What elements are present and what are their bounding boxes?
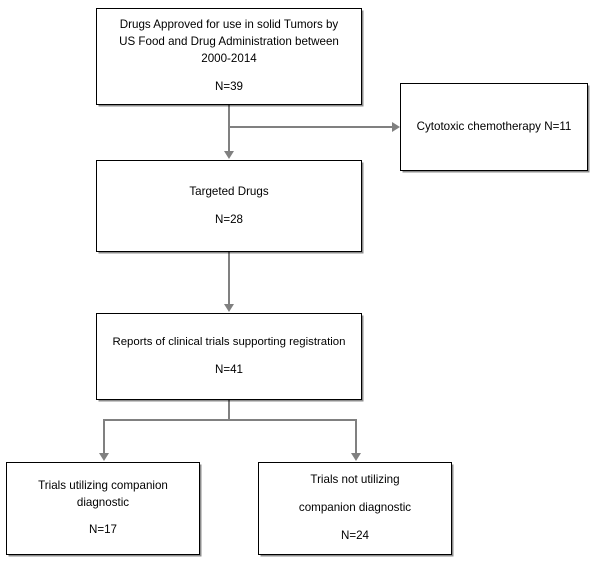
connector-approved-to-targeted-line (228, 105, 230, 152)
node-reports-clinical-trials[interactable]: Reports of clinical trials supporting re… (96, 313, 362, 400)
node-cytotoxic-chemotherapy-label: Cytotoxic chemotherapy N=11 (416, 119, 572, 133)
node-drugs-approved-line1: Drugs Approved for use in solid Tumors b… (119, 18, 339, 32)
node-reports-clinical-trials-label: Reports of clinical trials supporting re… (112, 336, 346, 349)
node-trials-without-companion-diagnostic[interactable]: Trials not utilizing companion diagnosti… (258, 462, 452, 555)
node-drugs-approved[interactable]: Drugs Approved for use in solid Tumors b… (96, 8, 362, 105)
node-trials-with-companion-diagnostic-line2: diagnostic (76, 495, 130, 509)
node-targeted-drugs[interactable]: Targeted Drugs N=28 (96, 160, 362, 252)
node-trials-with-companion-diagnostic-line1: Trials utilizing companion (38, 478, 168, 492)
node-trials-without-companion-diagnostic-line1: Trials not utilizing (310, 473, 400, 487)
node-trials-without-companion-diagnostic-line2: companion diagnostic (298, 501, 412, 515)
connector-reports-trunk-line (228, 400, 230, 420)
node-cytotoxic-chemotherapy[interactable]: Cytotoxic chemotherapy N=11 (400, 83, 588, 171)
arrow-down-icon-targeted-to-reports (224, 304, 234, 312)
node-drugs-approved-line2: US Food and Drug Administration between (119, 35, 339, 49)
arrow-down-icon-reports-to-without-cdx (351, 453, 361, 461)
connector-targeted-to-reports-line (228, 252, 230, 305)
node-trials-with-companion-diagnostic-count: N=17 (88, 523, 118, 537)
node-trials-with-companion-diagnostic[interactable]: Trials utilizing companion diagnostic N=… (6, 462, 200, 555)
connector-reports-to-with-cdx-line (103, 419, 105, 455)
arrow-down-icon-reports-to-with-cdx (99, 453, 109, 461)
node-drugs-approved-line3: 2000-2014 (201, 52, 257, 65)
node-targeted-drugs-count: N=28 (214, 212, 244, 226)
connector-reports-to-without-cdx-line (355, 419, 357, 455)
connector-approved-to-cytotoxic-line (228, 126, 393, 128)
node-targeted-drugs-label: Targeted Drugs (189, 184, 269, 198)
node-reports-clinical-trials-count: N=41 (214, 362, 244, 376)
node-trials-without-companion-diagnostic-count: N=24 (340, 528, 370, 542)
arrow-down-icon-approved-to-targeted (224, 151, 234, 159)
node-drugs-approved-count: N=39 (214, 79, 244, 93)
arrow-right-icon-approved-to-cytotoxic (392, 122, 400, 132)
connector-reports-split-line (103, 419, 357, 421)
